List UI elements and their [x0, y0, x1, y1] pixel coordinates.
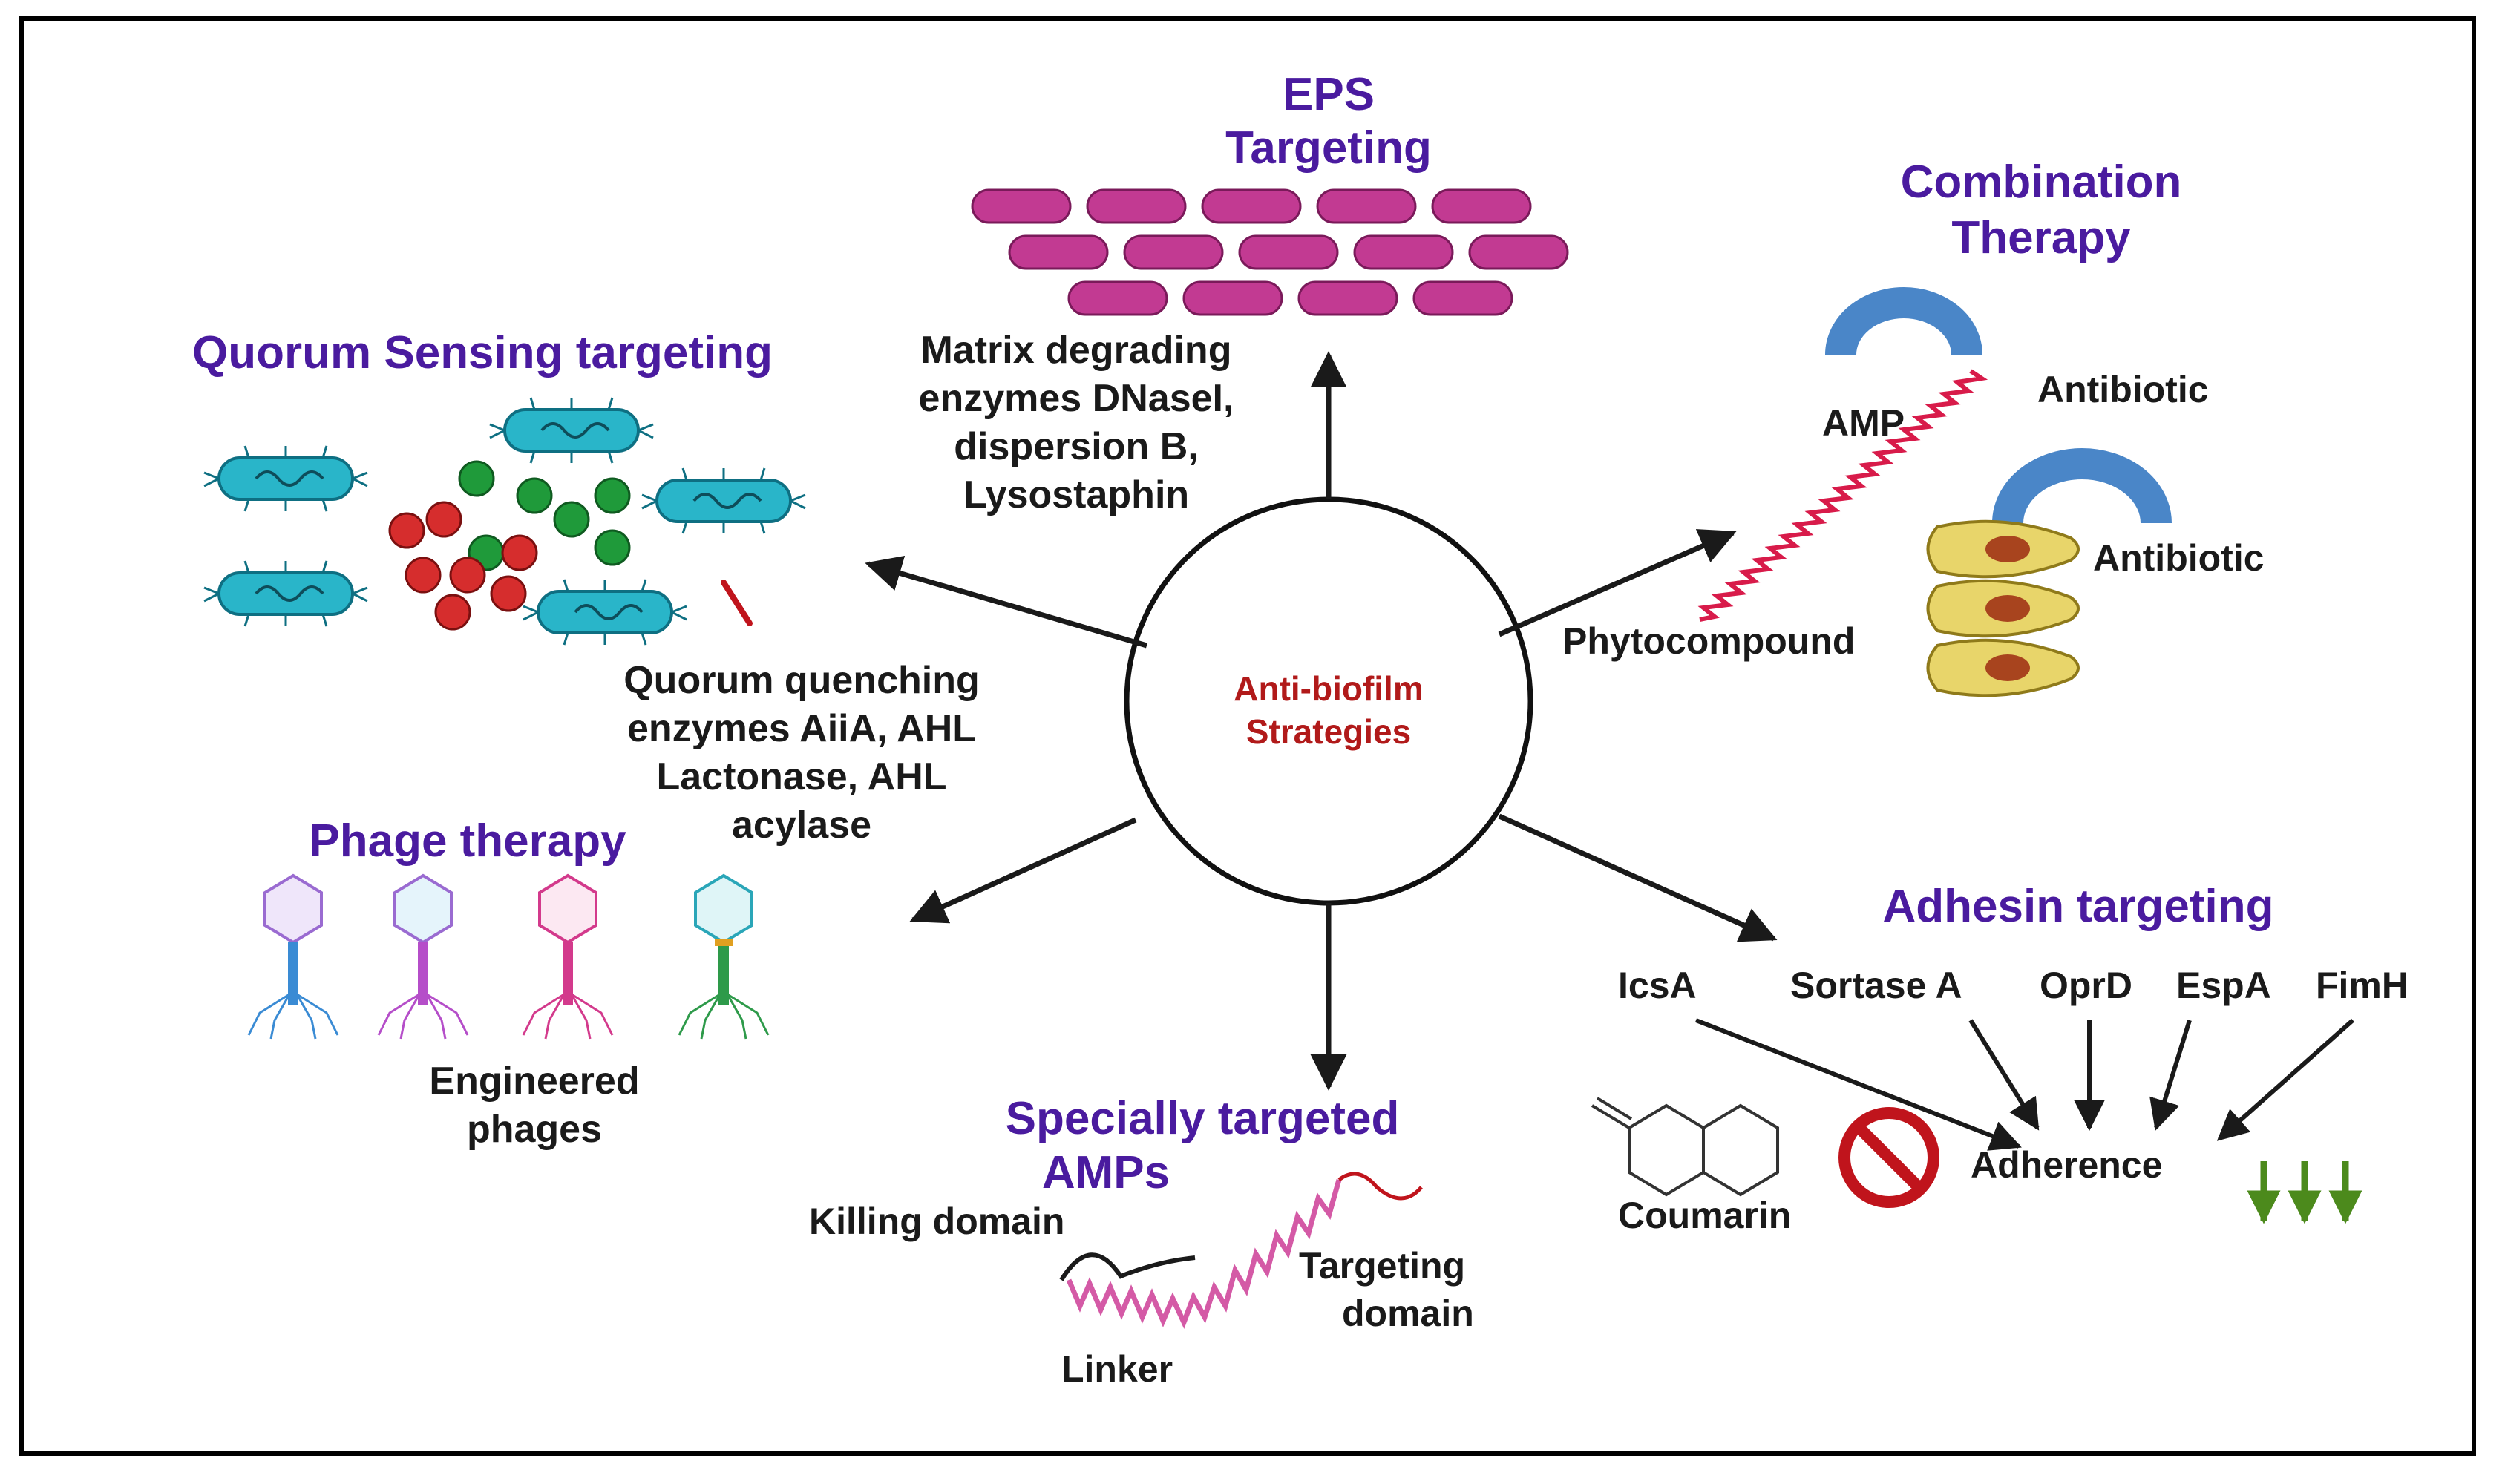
amps-title-line2: AMPs — [1041, 1147, 1170, 1198]
target-fimh: FimH — [2316, 965, 2409, 1006]
quorum-desc-line4: acylase — [732, 804, 871, 847]
arrow-to-phage — [909, 817, 1137, 924]
phage-icon — [247, 873, 770, 1040]
arrow-to-combination — [1498, 529, 1737, 637]
phage-desc-line2: phages — [466, 1108, 603, 1151]
antibiotic-label-1: Antibiotic — [2037, 369, 2209, 410]
decrease-arrows-icon — [2247, 1161, 2362, 1224]
coumarin-label: Coumarin — [1618, 1195, 1792, 1236]
signal-molecules-icon — [388, 460, 631, 631]
eps-desc-line3: dispersion B, — [954, 425, 1199, 468]
quenching-enzyme-icon — [721, 580, 753, 626]
arrow-to-quorum — [865, 555, 1147, 649]
adhesin-title: Adhesin targeting — [1882, 881, 2274, 932]
phage-title: Phage therapy — [309, 815, 626, 867]
eps-title-line1: EPS — [1282, 69, 1375, 120]
targeting-domain-label-1: Targeting — [1299, 1245, 1466, 1287]
amps-title-line1: Specially targeted — [1005, 1093, 1400, 1144]
target-oprd: OprD — [2040, 965, 2132, 1006]
arrow-to-adhesin — [1498, 813, 1778, 942]
bacteria-icon — [203, 397, 806, 646]
quorum-title: Quorum Sensing targeting — [192, 327, 773, 378]
phytocompound-label: Phytocompound — [1562, 620, 1856, 662]
eps-desc-line2: enzymes DNaseI, — [918, 377, 1234, 420]
antibiotic-label-2: Antibiotic — [2093, 537, 2265, 579]
center-label-line1: Anti-biofilm — [1234, 669, 1424, 708]
target-icsa: IcsA — [1618, 965, 1697, 1006]
linker-helix-icon — [1066, 1179, 1342, 1329]
center-label-line2: Strategies — [1245, 712, 1412, 751]
targeting-domain-icon — [1337, 1172, 1423, 1201]
phytocompound-icon — [1926, 519, 2080, 697]
linker-label: Linker — [1061, 1348, 1173, 1390]
target-sortase-a: Sortase A — [1790, 965, 1962, 1006]
killing-domain-label: Killing domain — [809, 1201, 1065, 1242]
quorum-desc-line3: Lactonase, AHL — [656, 755, 947, 798]
eps-matrix-icon — [971, 188, 1569, 316]
targeting-domain-label-2: domain — [1342, 1293, 1474, 1334]
coumarin-structure-icon — [1591, 1097, 1779, 1197]
inhibit-icon — [1838, 1107, 1939, 1208]
antibiotic-icon — [1825, 287, 1982, 355]
figure-border — [19, 16, 2476, 1456]
eps-desc-line1: Matrix degrading — [920, 329, 1232, 372]
combination-title-line2: Therapy — [1951, 212, 2131, 263]
adhesin-arrows — [1694, 1018, 2354, 1151]
radial-arrows — [865, 351, 1778, 1091]
killing-domain-icon — [1059, 1252, 1196, 1281]
eps-desc-line4: Lysostaphin — [963, 473, 1190, 516]
combination-title-line1: Combination — [1900, 157, 2182, 208]
quorum-desc-line2: enzymes AiiA, AHL — [626, 707, 977, 750]
quorum-desc-line1: Quorum quenching — [623, 659, 980, 702]
phage-desc-line1: Engineered — [429, 1060, 640, 1103]
adherence-label: Adherence — [1971, 1144, 2163, 1186]
amp-helix-icon — [1697, 369, 1988, 622]
amp-label: AMP — [1822, 402, 1905, 444]
eps-title-line2: Targeting — [1225, 122, 1432, 174]
antibiotic-icon — [1992, 448, 2172, 524]
target-espa: EspA — [2176, 965, 2271, 1006]
